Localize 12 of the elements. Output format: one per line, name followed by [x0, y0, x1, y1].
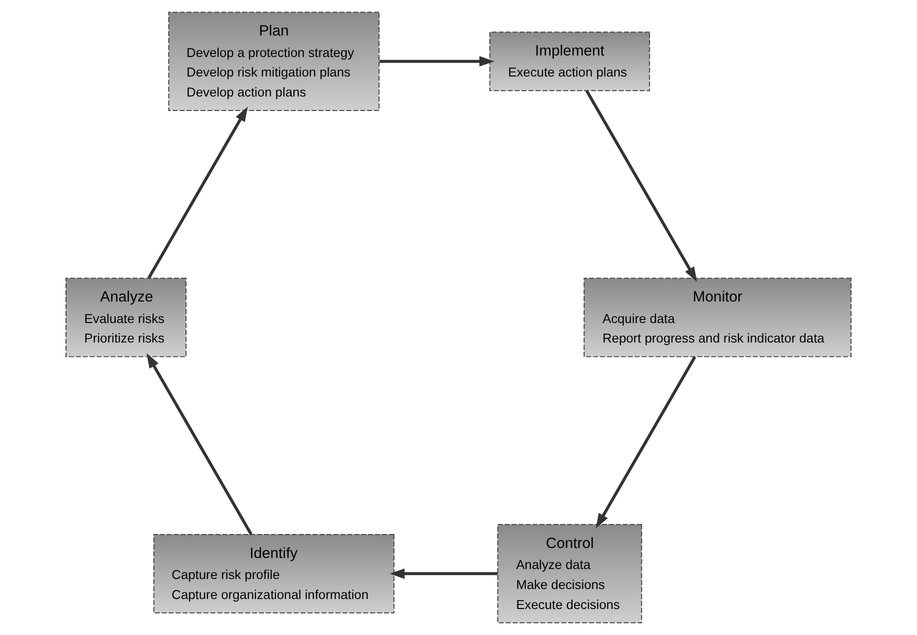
node-box: Identify Capture risk profile Capture organizational information [153, 534, 394, 614]
arrow [147, 106, 248, 279]
arrow [596, 356, 696, 528]
arrow [379, 56, 494, 67]
node-box: Plan Develop a protection strategy Develop risk mitigation plans Develop action plans [168, 12, 380, 111]
arrow [585, 90, 698, 282]
node-box: Monitor Acquire data Report progress and risk indicator data [584, 278, 852, 358]
arrow [146, 353, 252, 535]
node-box: Control Analyze data Make decisions Execute decisions [497, 524, 642, 624]
arrow [390, 568, 498, 579]
node-box: Implement Execute action plans [489, 32, 650, 92]
node-box: Analyze Evaluate risks Prioritize risks [65, 278, 187, 358]
